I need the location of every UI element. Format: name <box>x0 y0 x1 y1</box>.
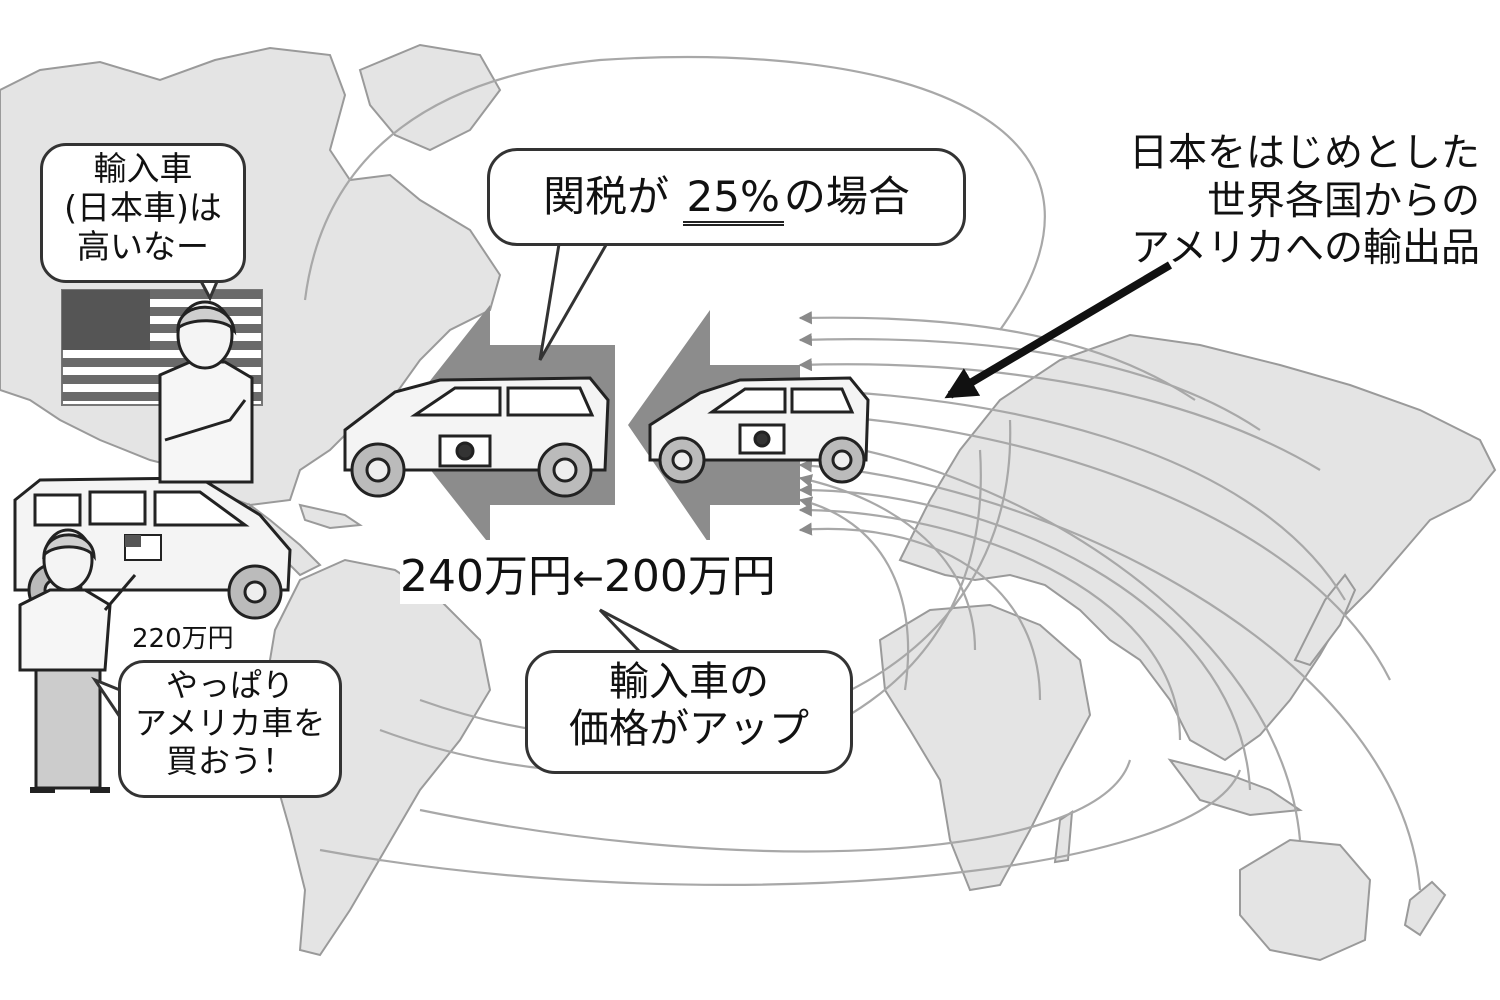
buyer-line1: やっぱり <box>165 666 294 704</box>
tariff-prefix: 関税が <box>543 172 670 221</box>
arc-sa-4 <box>419 759 1132 853</box>
arc-1 <box>798 333 1261 431</box>
arc-7 <box>798 483 1252 791</box>
arc-top-loop <box>303 55 1046 331</box>
arc-11 <box>798 474 977 651</box>
price-before-tariff: 200万円 <box>603 551 776 602</box>
caribbean <box>298 503 363 530</box>
indonesia <box>1167 758 1303 817</box>
australia <box>1239 838 1372 962</box>
arc-sa-3 <box>319 769 1242 886</box>
exports-line2: 世界各国からの <box>1206 178 1480 224</box>
buyer-line3: 買おう！ <box>165 741 294 780</box>
person-buyer <box>18 528 137 793</box>
greenland <box>358 43 502 152</box>
japan <box>1293 573 1357 667</box>
price-up-bubble: 輸入車の 価格がアップ <box>525 650 853 774</box>
price-up-bubble-tail <box>598 608 681 654</box>
price-up-line1: 輸入車の <box>609 659 769 705</box>
eurasia <box>898 333 1497 762</box>
tariff-bubble-tail <box>538 237 612 361</box>
imported-car-before-tariff <box>648 376 870 484</box>
buyer-bubble: やっぱり アメリカ車を 買おう！ <box>118 660 342 798</box>
price-after-tariff: 240万円 <box>400 551 572 602</box>
new-zealand <box>1403 880 1447 937</box>
tariff-suffix: の場合 <box>783 172 910 221</box>
arc-6 <box>798 459 1422 891</box>
us-car-price-text: 220万円 <box>132 624 234 654</box>
tariff-rate: 25% <box>682 172 784 226</box>
arc-8 <box>798 503 1182 741</box>
arc-3 <box>798 383 1346 601</box>
american-line3: 高いなー <box>77 226 209 266</box>
american-line1: 輸入車 <box>93 149 193 188</box>
arc-5 <box>798 434 1302 841</box>
arc-north <box>798 311 1196 401</box>
imported-car-after-tariff <box>343 376 610 498</box>
buyer-line2: アメリカ車を <box>134 703 326 742</box>
person-skeptical <box>158 300 254 484</box>
exports-line3: アメリカへの輸出品 <box>1130 226 1480 272</box>
price-arrow: ← <box>571 556 604 600</box>
exports-pointer-arrow <box>944 261 1173 399</box>
buyer-bubble-tail <box>91 676 124 721</box>
tariff-bubble: 関税が 25%の場合 <box>487 148 966 246</box>
price-comparison: 240万円←200万円 <box>400 540 776 604</box>
exports-line1: 日本をはじめとした <box>1128 131 1480 176</box>
american-line2: (日本車)は <box>64 187 222 227</box>
arc-4 <box>798 408 1391 681</box>
exports-label: 日本をはじめとした 世界各国からの アメリカへの輸出品 <box>1060 130 1500 273</box>
arc-2 <box>798 358 1321 471</box>
us-car-price: 220万円 <box>132 618 234 655</box>
price-up-line2: 価格がアップ <box>569 706 809 753</box>
american-bubble: 輸入車 (日本車)は 高いなー <box>40 143 246 283</box>
